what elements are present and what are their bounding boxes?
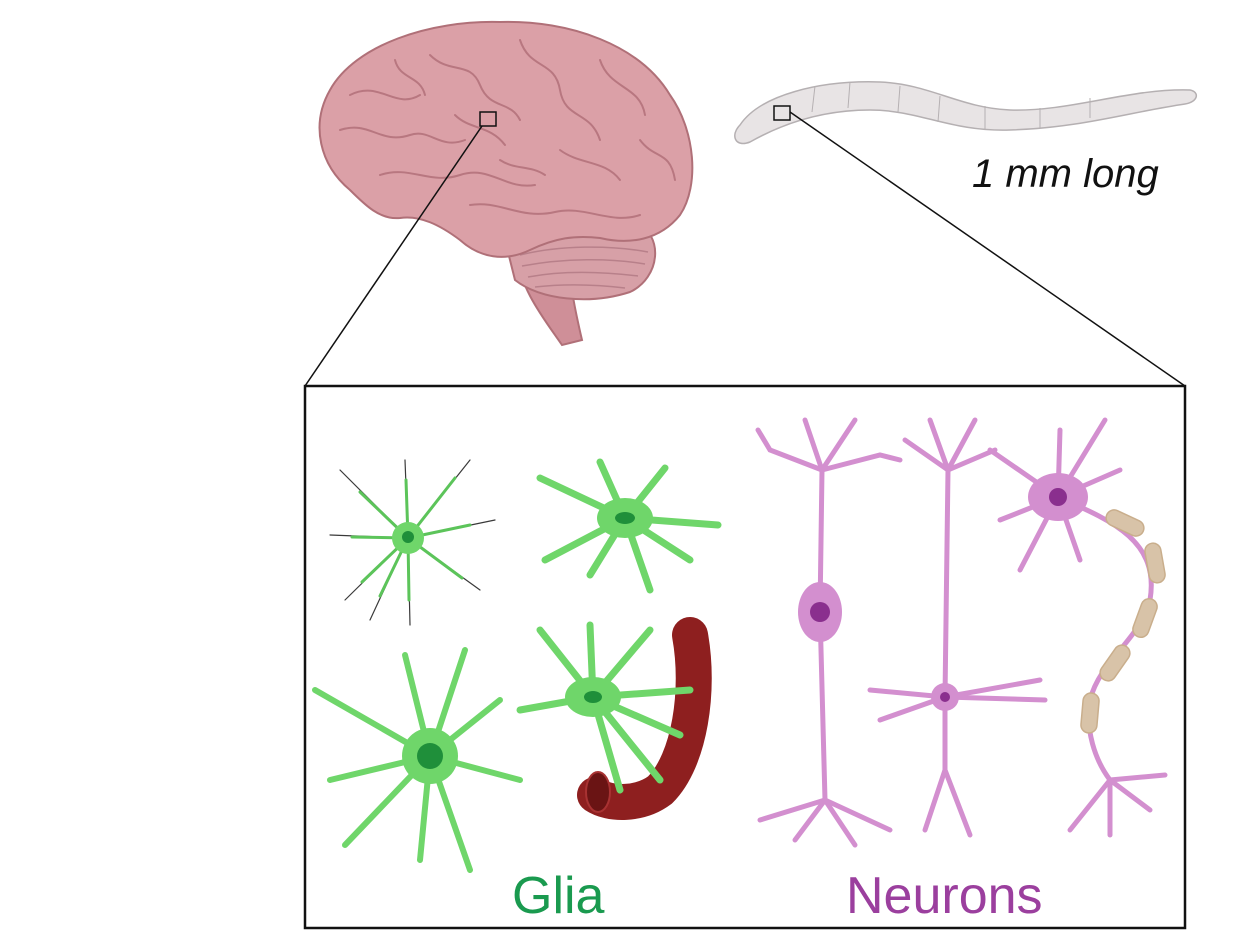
brain-sample-box <box>479 111 497 127</box>
neurons-label: Neurons <box>846 867 1043 925</box>
neuron-bipolar-1 <box>755 417 903 848</box>
worm-body <box>734 81 1197 145</box>
cells-inset-frame <box>303 384 1187 930</box>
blood-vessel-opening <box>585 771 611 813</box>
neuron-cells <box>755 417 1168 848</box>
glia-cells <box>312 458 722 873</box>
astrocyte-vessel <box>516 621 694 794</box>
worm-length-label: 1 mm long <box>972 152 1159 196</box>
neuron-bipolar-2 <box>867 417 1048 838</box>
worm-sample-box <box>773 105 791 121</box>
c-elegans-illustration <box>734 81 1197 145</box>
human-brain-illustration <box>318 20 694 347</box>
astrocyte-top <box>536 458 722 594</box>
astrocyte-fine <box>329 459 496 626</box>
blood-vessel <box>577 617 712 820</box>
zoom-lines <box>304 111 1186 387</box>
cerebrum <box>318 20 694 258</box>
myelin-sheath <box>1080 509 1166 734</box>
brain-gyri <box>339 39 676 219</box>
glia-label: Glia <box>512 867 605 925</box>
worm-segments <box>811 81 1091 130</box>
astrocyte-bottom <box>312 647 523 873</box>
neuron-myelinated <box>987 417 1168 838</box>
cerebellum-folds <box>519 246 649 289</box>
